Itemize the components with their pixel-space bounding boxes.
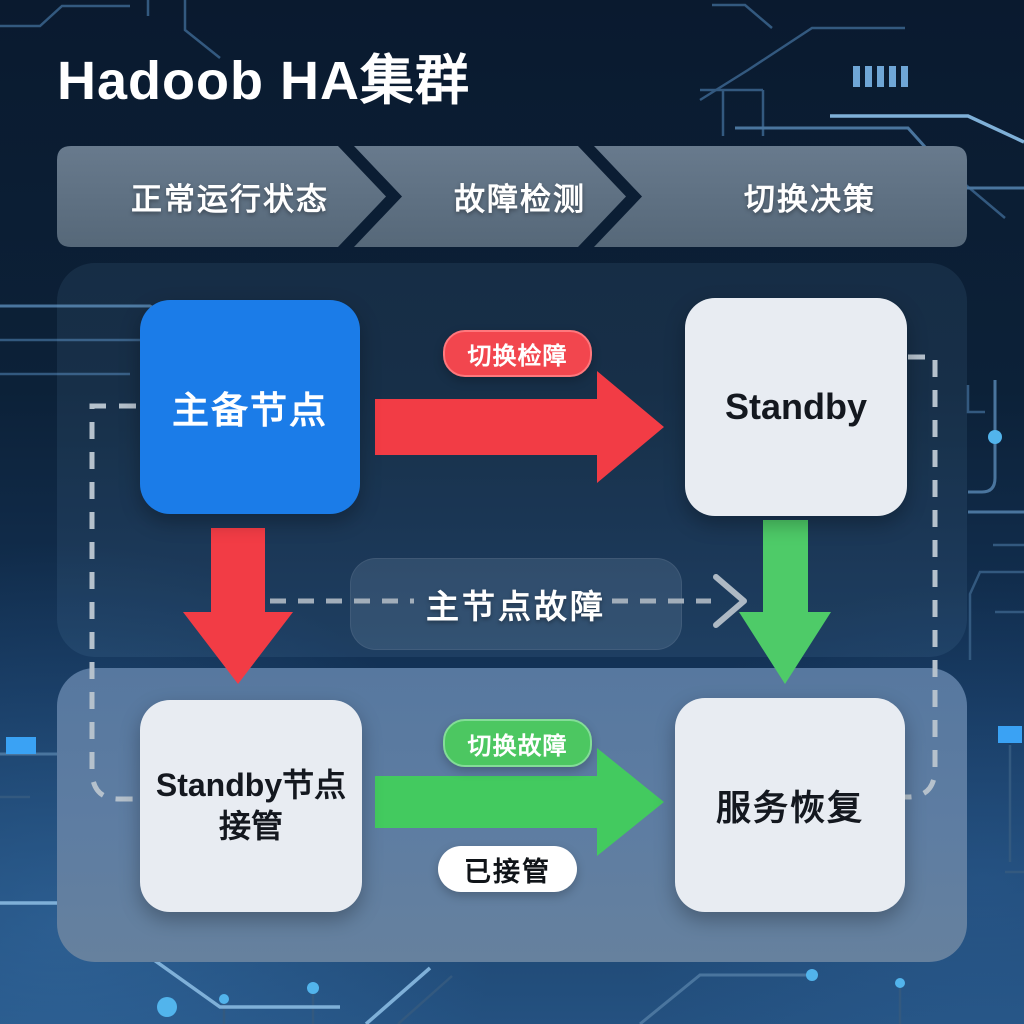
recovery-node-label: 服务恢复	[715, 788, 864, 828]
takeover-node-box: Standby节点 接管	[140, 700, 362, 912]
recovery-node-box: 服务恢复	[675, 698, 905, 912]
failure-label-box: 主节点故障	[350, 558, 682, 650]
standby-node-box: Standby	[685, 298, 907, 516]
page-title: Hadoob HA集群	[57, 51, 470, 111]
taken-over-badge-label: 已接管	[464, 856, 551, 887]
red-down-arrow-icon	[183, 528, 293, 684]
signal-bars-icon	[853, 66, 908, 87]
failure-label: 主节点故障	[426, 588, 606, 625]
circuit-chip-right	[998, 726, 1022, 743]
red-right-arrow-icon	[375, 371, 664, 483]
switch-badge-label: 切换故障	[467, 732, 568, 760]
step-chevron-1	[57, 146, 386, 247]
step-switch-decision: 切换决策	[744, 182, 876, 217]
step-normal-operation: 正常运行状态	[131, 182, 329, 217]
left-dashed-failover-path	[89, 403, 137, 802]
takeover-node-label-line1: Standby节点	[155, 767, 347, 804]
failover-badge: 切换检障	[443, 330, 592, 377]
primary-node-label: 主备节点	[172, 390, 328, 431]
switch-badge: 切换故障	[443, 719, 592, 767]
standby-node-label: Standby	[724, 386, 867, 427]
step-chevron-3	[594, 146, 967, 247]
green-down-arrow-icon	[739, 520, 831, 684]
circuit-chip-left	[6, 737, 36, 754]
green-right-arrow-icon	[375, 748, 664, 856]
taken-over-badge: 已接管	[438, 846, 577, 892]
right-dashed-failover-path	[893, 354, 938, 800]
step-chevron-band	[57, 146, 967, 247]
failover-badge-label: 切换检障	[467, 343, 568, 370]
takeover-node-label-line2: 接管	[218, 808, 283, 844]
step-chevron-2	[354, 146, 626, 247]
step-failure-detection: 故障检测	[454, 182, 586, 217]
primary-node-box: 主备节点	[140, 300, 360, 514]
dashed-arrowhead-icon	[713, 574, 747, 628]
